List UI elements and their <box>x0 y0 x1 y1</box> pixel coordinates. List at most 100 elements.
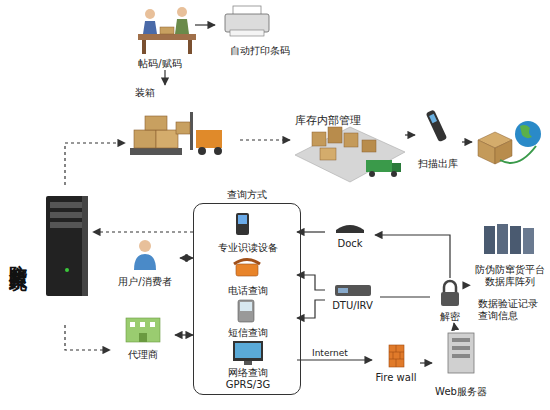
server-slot <box>452 338 470 342</box>
stock-box <box>312 132 326 146</box>
phone-body <box>236 264 258 276</box>
device-screen <box>240 302 252 311</box>
delivery-swoosh <box>500 146 536 163</box>
query-group-box: 查询方式专业识读设备电话查询短信查询网络查询 GPRS/3G <box>193 203 301 395</box>
node-label: 防伪防窜货平台 数据库阵列 <box>473 264 547 288</box>
firewall-icon <box>389 345 404 367</box>
person-body <box>143 21 157 34</box>
rack <box>523 228 534 254</box>
web-server-icon <box>448 333 474 373</box>
shipping-arrow <box>462 141 472 142</box>
printer-illustration <box>225 6 269 36</box>
illustrated-node: 防窜货系统 <box>8 185 93 325</box>
illustrated-node: 库存内部管理 <box>290 100 405 190</box>
globe <box>515 121 541 147</box>
node-label: 网络查询 GPRS/3G <box>222 367 274 391</box>
node-label: 短信查询 <box>228 327 268 339</box>
connector-arrow <box>297 359 372 360</box>
server-slot <box>452 346 470 350</box>
node-label: 装箱 <box>135 87 155 99</box>
pda-body <box>236 213 249 235</box>
phone-icon <box>234 260 260 277</box>
window <box>150 322 155 327</box>
node-label: 专业识读设备 <box>218 242 278 254</box>
drive-bay <box>50 202 84 208</box>
group-heading: 查询方式 <box>194 189 300 201</box>
connector-arrow <box>180 257 193 258</box>
lock-body <box>441 292 459 306</box>
warehouse-illustration <box>295 127 405 182</box>
connector-arrow <box>240 139 290 140</box>
illustrated-node: 网络查询 GPRS/3G <box>199 339 297 391</box>
window <box>140 322 145 327</box>
connector-arrow <box>420 362 432 363</box>
door <box>139 333 147 342</box>
carton <box>145 116 167 130</box>
illustrated-node: 专业识读设备 <box>199 212 297 254</box>
connector-arrow <box>453 323 455 328</box>
table-top <box>138 34 196 40</box>
connector-arrow <box>175 334 193 335</box>
connector-arrow <box>297 275 325 290</box>
node-label: Fire wall <box>376 372 417 384</box>
wheel <box>391 171 397 177</box>
scanner-screen <box>429 114 437 123</box>
pda-screen <box>238 215 247 224</box>
device-body <box>238 300 254 322</box>
wheel <box>198 147 206 155</box>
illustrated-node: Web服务器 <box>432 328 490 398</box>
note-label: 数据验证记录查询信息 <box>478 298 542 322</box>
node-label: 扫描出库 <box>418 158 458 170</box>
illustrated-node: 解密 <box>430 278 470 323</box>
tower-body <box>46 196 88 296</box>
illustrated-node: 电话查询 <box>199 259 297 297</box>
illustrated-node: Fire wall <box>372 342 420 384</box>
illustrated-node: DTU/IRV <box>325 282 380 312</box>
illustrated-node: 用户/消费者 <box>110 238 180 288</box>
connector-arrow <box>65 143 125 185</box>
node-label: 自动打印条码 <box>230 45 290 57</box>
connector-arrow <box>164 70 165 85</box>
drive-bay <box>50 222 84 228</box>
connector-arrow <box>375 235 450 278</box>
lock-shackle <box>444 281 456 292</box>
truck-body <box>366 160 392 172</box>
pda-icon <box>236 213 249 235</box>
illustrated-node: 扫描出库 <box>415 105 460 170</box>
carton <box>176 122 190 134</box>
connector-arrow <box>405 134 415 135</box>
person-body <box>175 19 189 34</box>
wheel <box>369 171 375 177</box>
illustrated-node: 代理商 <box>110 313 175 361</box>
illustrated-node: 装箱 <box>125 85 240 165</box>
tower-side <box>82 196 88 296</box>
brick-lines <box>389 345 404 367</box>
user-icon <box>134 240 156 270</box>
carton <box>134 130 156 148</box>
carton <box>156 130 178 148</box>
node-label: Web服务器 <box>435 386 487 398</box>
building-body <box>126 318 160 342</box>
table-leg <box>142 40 146 54</box>
pallet <box>130 148 182 155</box>
node-label: 防窜货系统 <box>8 250 28 260</box>
phone-handset <box>234 260 260 265</box>
user-head <box>139 240 151 252</box>
rack <box>484 226 495 254</box>
connector-arrow <box>93 231 193 232</box>
monitor-stand <box>244 361 252 365</box>
connector-arrow <box>195 24 215 25</box>
firewall-wall <box>389 345 404 367</box>
node-label: 解密 <box>440 311 460 323</box>
connector-label: Internet <box>312 347 348 359</box>
stock-box <box>344 133 358 147</box>
power-light <box>65 268 69 272</box>
shipping-illustration <box>462 121 541 164</box>
person-head <box>177 7 187 17</box>
node-label: 帖码/赋码 <box>138 58 181 70</box>
globe-land <box>520 125 532 138</box>
node-label: Dock <box>337 238 362 250</box>
stock-box <box>362 140 376 152</box>
